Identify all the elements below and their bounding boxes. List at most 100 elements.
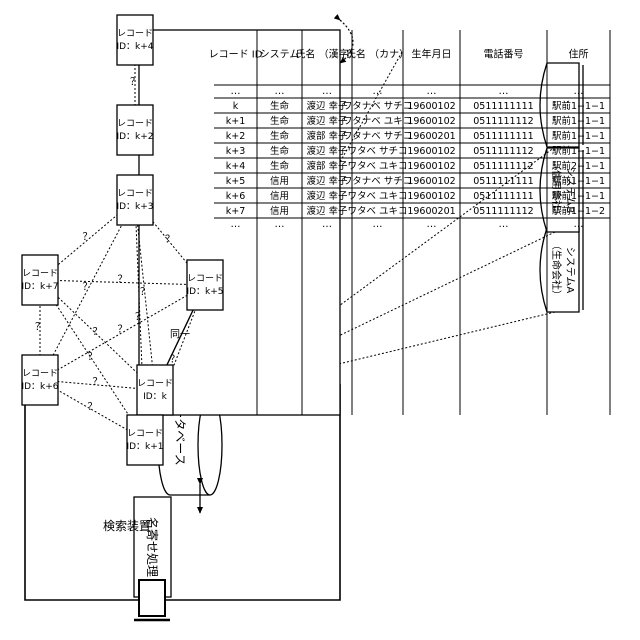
table-ellipsis-top: …: [427, 86, 437, 97]
table-cell: k: [233, 101, 239, 112]
record-node: レコード ID：k+1: [126, 415, 163, 465]
table-cell: 0511111111: [473, 131, 533, 142]
table-cell: 生命: [270, 100, 290, 112]
record-node-id: ID：k+4: [116, 42, 153, 52]
record-node: レコードID：k+6: [21, 355, 58, 405]
record-node: レコード ID：k+2: [116, 105, 153, 155]
unknown-label: ？: [83, 232, 93, 243]
device-label: 検索装置: [103, 519, 151, 533]
table-cell: 駅前1−1−1: [552, 145, 605, 157]
table-cell: 駅前1−1−1: [552, 115, 605, 127]
system-sublabel-0: （生命会社）: [550, 240, 563, 300]
table-cell: 生命: [270, 160, 290, 172]
table-cell: 駅前1−1−2: [552, 205, 605, 217]
table-ellipsis-bottom: …: [427, 219, 437, 230]
table-cell: ワタナベ ユキコ: [343, 116, 413, 127]
record-node-id: ID：k: [143, 392, 168, 402]
table-ellipsis-top: …: [322, 86, 332, 97]
unknown-label: ？: [170, 355, 180, 366]
system-icon-0: システムA（生命会社）: [540, 228, 583, 312]
record-node: レコードID：k+3: [116, 175, 153, 225]
table-cell: k+2: [226, 131, 246, 142]
unknown-label: ？: [140, 287, 150, 298]
table-cell: 19600201: [407, 131, 455, 142]
table-cell: 駅前1−1−1: [552, 190, 605, 202]
table-cell: ワタナベ サチコ: [343, 176, 413, 187]
record-node: レコード ID：k+4: [116, 15, 153, 65]
record-node-id: ID：k+2: [116, 132, 153, 142]
table-cell: 19600102: [407, 116, 455, 127]
table-header-1: システム: [260, 49, 300, 61]
record-node: レコード ID：k: [137, 365, 173, 415]
table-cell: ワタナベ サチコ: [343, 131, 413, 142]
table-cell: 0511111111: [473, 191, 533, 202]
record-node-id: ID：k+3: [116, 202, 153, 212]
unknown-label: ？: [130, 77, 140, 88]
record-node-title: レコード: [22, 369, 58, 379]
table-cell: ワタベ ユキコ: [347, 206, 407, 217]
record-node-title: レコード: [117, 29, 153, 39]
unknown-label: ？: [118, 275, 128, 286]
table-cell: 駅前1−1−1: [552, 100, 605, 112]
table-ellipsis-bottom: …: [499, 219, 509, 230]
table-cell: 生命: [270, 130, 290, 142]
table-cell: 19600102: [407, 176, 455, 187]
table-ellipsis-top: …: [499, 86, 509, 97]
table-cell: 19600102: [407, 101, 455, 112]
unknown-label: ？: [93, 377, 103, 388]
table-ellipsis-top: …: [373, 86, 383, 97]
table-cell: k+3: [226, 146, 246, 157]
table-cell: k+7: [226, 206, 246, 217]
table-cell: 0511111112: [473, 161, 533, 172]
table-cell: 0511111112: [473, 206, 533, 217]
table-cell: k+5: [226, 176, 246, 187]
table-cell: ワタベ ユキコ: [347, 161, 407, 172]
table-cell: 生命: [270, 145, 290, 157]
table-cell: 渡辺 幸子: [306, 190, 348, 202]
record-table: レコード IDシステム氏名 （漢字）氏名 （カナ）生年月日電話番号住所………………: [139, 30, 610, 415]
unknown-label: ？: [88, 352, 98, 363]
unknown-label: ？: [118, 325, 128, 336]
table-cell: 19600102: [407, 146, 455, 157]
table-cell: ワタベ ユキコ: [347, 191, 407, 202]
table-cell: 19600102: [407, 161, 455, 172]
table-ellipsis-top: …: [275, 86, 285, 97]
table-cell: ワタベ サチコ: [347, 146, 407, 157]
table-cell: 信用: [270, 175, 289, 187]
table-header-3: 氏名 （カナ）: [346, 48, 409, 61]
record-node-title: レコード: [22, 269, 58, 279]
table-ellipsis-bottom: …: [275, 219, 285, 230]
record-node-title: レコード: [187, 274, 223, 284]
table-cell: 信用: [270, 190, 289, 202]
table-cell: 駅前1−1−1: [552, 175, 605, 187]
table-ellipsis-bottom: …: [373, 219, 383, 230]
unknown-label: ？: [83, 282, 93, 293]
table-header-5: 電話番号: [484, 48, 524, 61]
table-ellipsis-top: …: [574, 86, 584, 97]
system-label-0: システムA: [564, 247, 576, 294]
table-cell: ワタナベ サチコ: [343, 101, 413, 112]
table-cell: 0511111112: [473, 116, 533, 127]
record-node-id: ID：k+5: [186, 287, 223, 297]
table-cell: 渡部 幸子: [306, 160, 348, 172]
terminal-icon: [134, 580, 170, 620]
table-cell: k+1: [226, 116, 246, 127]
table-cell: 0511111112: [473, 146, 533, 157]
record-node: レコード ID：k+7: [21, 255, 58, 305]
table-cell: 19600201: [407, 206, 455, 217]
record-node-title: レコード: [137, 379, 173, 389]
record-node-id: ID：k+1: [126, 442, 163, 452]
table-ellipsis-bottom: …: [322, 219, 332, 230]
record-node-title: レコード: [117, 119, 153, 129]
table-ellipsis-top: …: [231, 86, 241, 97]
table-cell: 駅前2−1−1: [552, 160, 605, 172]
table-cell: 駅前1−1−1: [552, 130, 605, 142]
record-node-id: ID：k+7: [21, 282, 58, 292]
table-cell: 渡辺 幸子: [306, 145, 348, 157]
table-cell: 渡辺 幸子: [306, 205, 348, 217]
table-cell: 信用: [270, 205, 289, 217]
table-cell: 生命: [270, 115, 290, 127]
record-node-title: レコード: [127, 429, 163, 439]
table-cell: k+4: [226, 161, 246, 172]
